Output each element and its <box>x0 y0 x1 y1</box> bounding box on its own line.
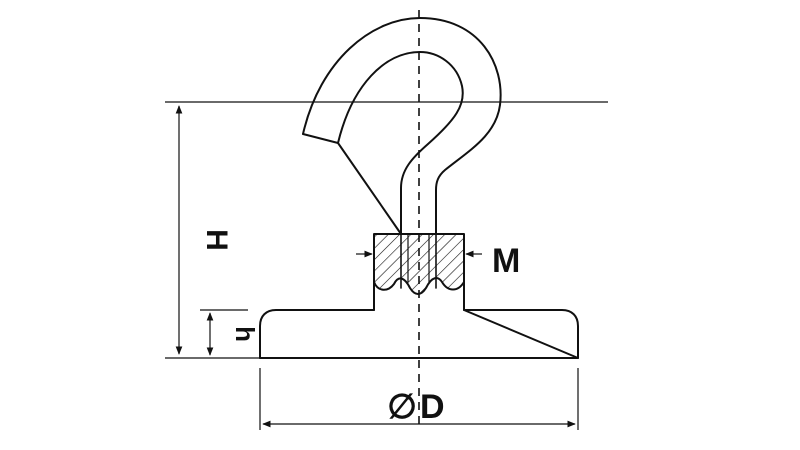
label-diameter: D <box>420 388 445 426</box>
hook-wire <box>302 17 502 235</box>
magnet-base <box>259 309 579 359</box>
base-neck <box>373 281 465 311</box>
label-diameter-symbol: ∅ <box>387 388 417 426</box>
label-thread-m: M <box>492 242 520 280</box>
label-h-total: H <box>200 229 233 251</box>
label-h-base: h <box>230 326 260 342</box>
